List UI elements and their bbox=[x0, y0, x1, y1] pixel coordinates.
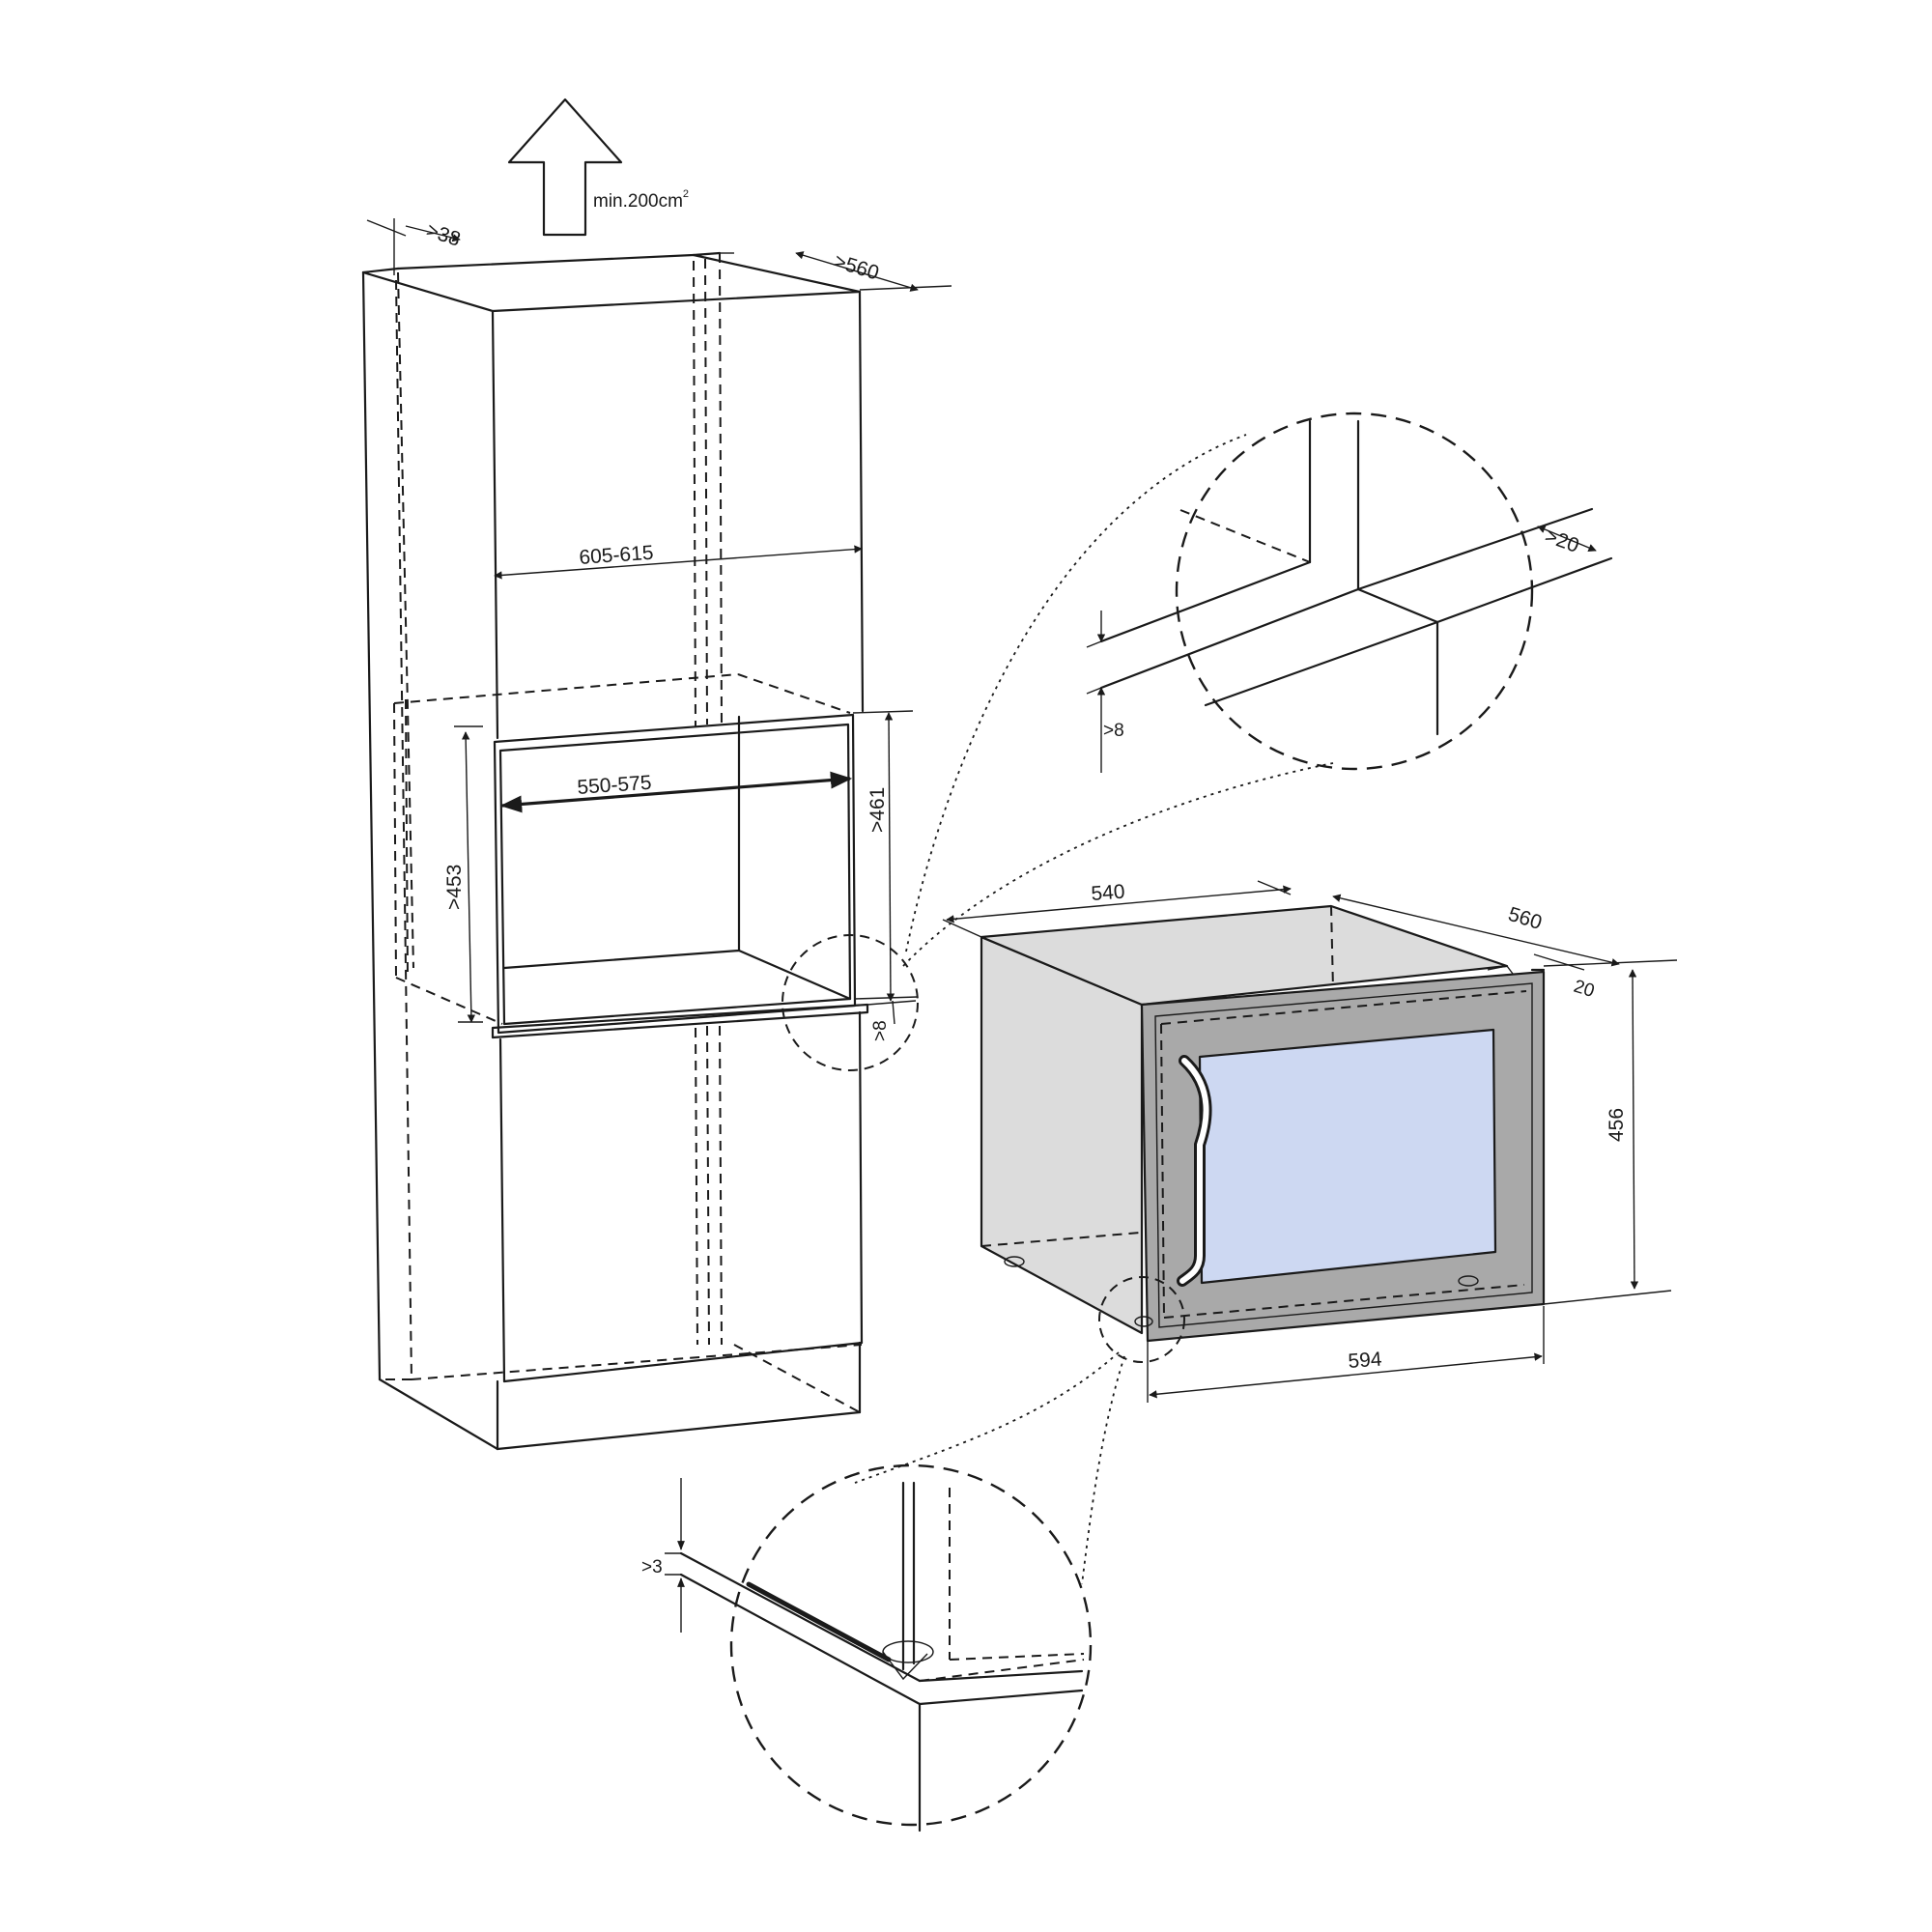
leader-to-top-detail-lower bbox=[902, 762, 1334, 967]
gap-top-label: >38 bbox=[423, 219, 463, 251]
appliance-depth-label: 560 bbox=[1506, 903, 1545, 934]
appliance-width-label: 540 bbox=[1091, 881, 1126, 905]
bottom-gap-label: >8 bbox=[870, 1020, 891, 1041]
niche-height-label: >453 bbox=[443, 865, 466, 910]
airflow-arrow-icon bbox=[507, 98, 623, 237]
top-detail bbox=[1086, 412, 1613, 773]
bottom-detail bbox=[665, 1463, 1093, 1833]
cabinet-hidden-edges bbox=[380, 252, 863, 1413]
detail-height-gap-label: >8 bbox=[1103, 721, 1124, 741]
opening-height-label: >461 bbox=[867, 787, 889, 833]
appliance-dimensions bbox=[942, 880, 1678, 1403]
tall-cabinet bbox=[361, 251, 869, 1451]
leader-to-bottom-detail-right bbox=[1081, 1355, 1125, 1585]
detail-depth-gap-label: >20 bbox=[1542, 525, 1581, 557]
leader-to-bottom-detail bbox=[854, 1351, 1120, 1484]
niche-width-label: 550-575 bbox=[577, 772, 652, 799]
cabinet-dimensions bbox=[366, 218, 952, 1025]
appliance-height-label: 456 bbox=[1605, 1108, 1628, 1142]
cabinet-callout-circle bbox=[781, 934, 919, 1071]
cabinet-depth-label: >560 bbox=[832, 250, 882, 285]
door-depth-label: 20 bbox=[1572, 977, 1597, 1002]
inner-width-label: 605-615 bbox=[579, 542, 654, 569]
wine-cooler bbox=[980, 904, 1546, 1343]
appliance-callout-circle bbox=[1098, 1276, 1185, 1363]
front-width-label: 594 bbox=[1348, 1349, 1383, 1373]
bottom-gap-label-detail: >3 bbox=[641, 1557, 663, 1577]
airflow-label: min.200cm2 bbox=[593, 188, 689, 212]
